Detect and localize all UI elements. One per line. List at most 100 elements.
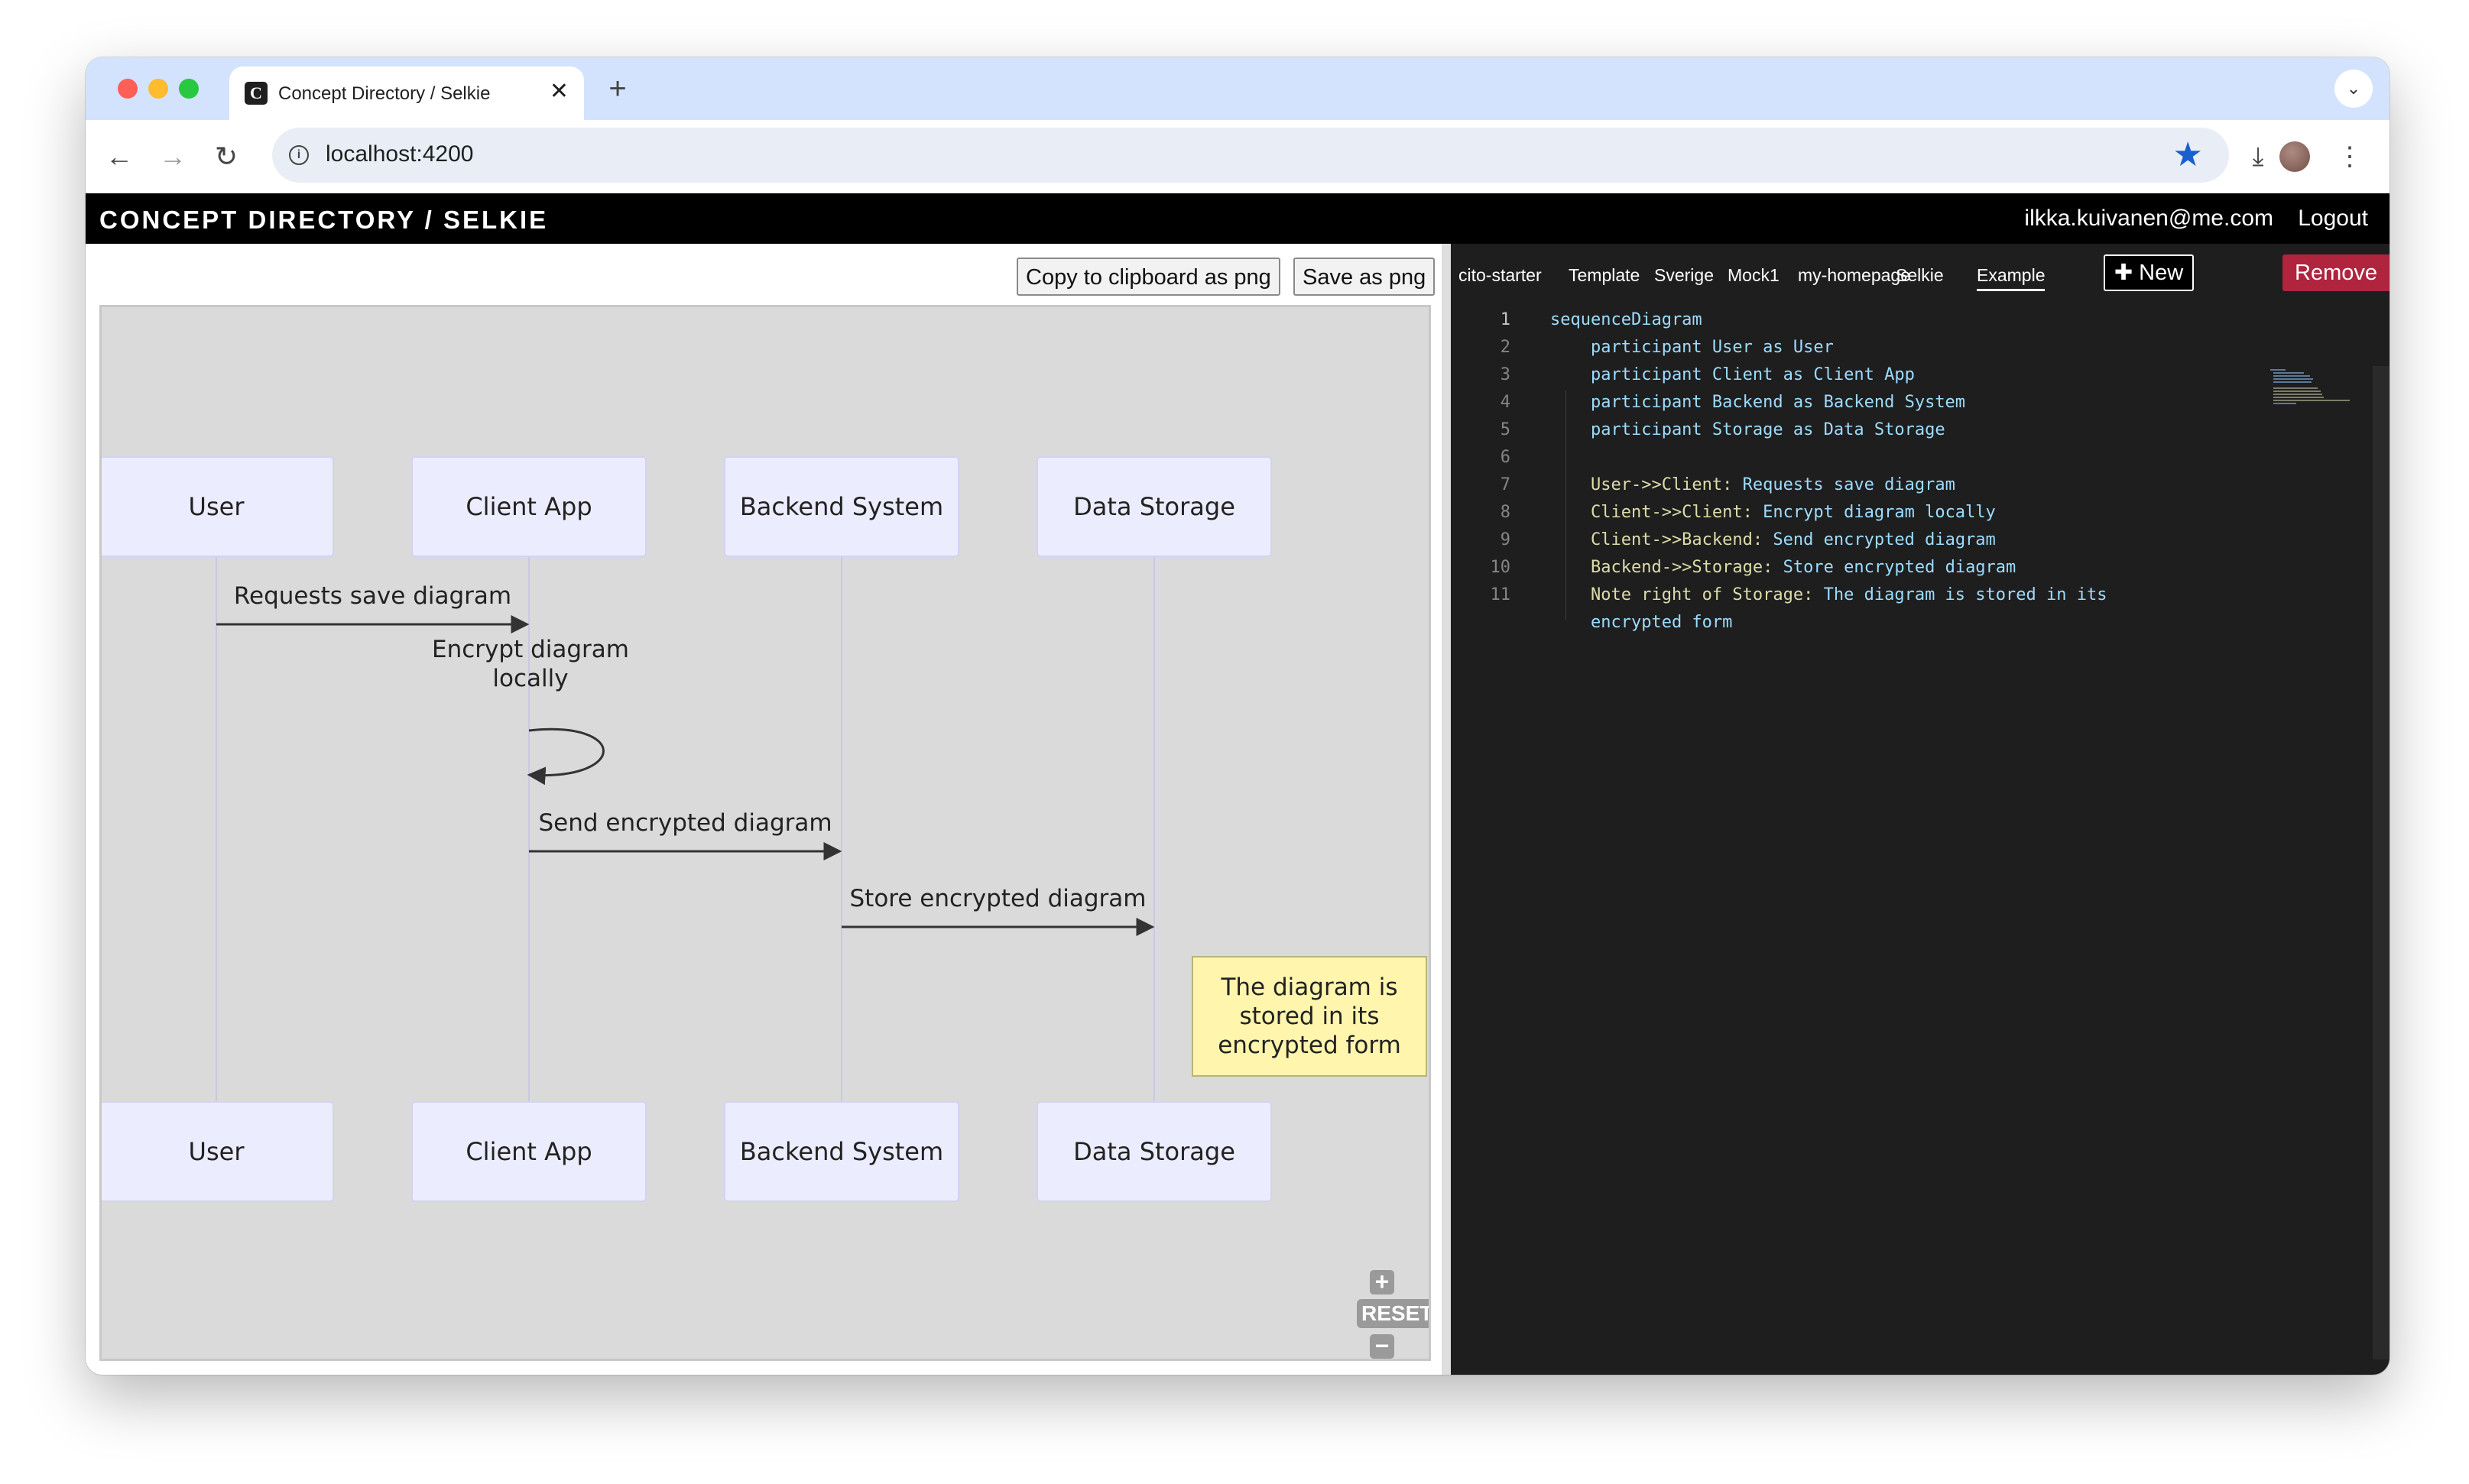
line-number: 2	[1500, 338, 1510, 357]
editor-scrollbar[interactable]	[2373, 366, 2390, 1359]
line-number: 1	[1500, 310, 1510, 329]
code-editor[interactable]: 1 sequenceDiagram 2 participant User as Us…	[1451, 305, 2390, 1359]
minimize-window-icon[interactable]	[148, 79, 168, 99]
code-text[interactable]: participant Storage as Data Storage	[1550, 416, 1945, 444]
actor-top-0	[102, 456, 334, 557]
code-text[interactable]: sequenceDiagram	[1550, 306, 1702, 334]
code-line[interactable]: 9 Client->>Backend: Send encrypted diagr…	[1451, 527, 2390, 554]
file-tab-example[interactable]: Example	[1977, 265, 2046, 291]
code-text[interactable]: Backend->>Storage: Store encrypted diagr…	[1550, 554, 2016, 582]
pane-splitter[interactable]	[1442, 244, 1451, 1375]
message-label-1-1: locally	[492, 665, 568, 692]
line-number: 11	[1490, 585, 1511, 604]
code-line[interactable]: 8 Client->>Client: Encrypt diagram local…	[1451, 499, 2390, 527]
code-line[interactable]: 3 participant Client as Client App	[1451, 361, 2390, 389]
copy-to-clipboard-button[interactable]: Copy to clipboard as png	[1017, 258, 1280, 296]
new-file-button[interactable]: ✚ New	[2104, 254, 2194, 291]
app-brand[interactable]: CONCEPT DIRECTORY / SELKIE	[99, 206, 549, 234]
code-text[interactable]: Client->>Backend: Send encrypted diagram	[1550, 527, 1996, 554]
line-number: 9	[1500, 530, 1510, 549]
logout-link[interactable]: Logout	[2298, 206, 2368, 231]
code-line[interactable]: 4 participant Backend as Backend System	[1451, 389, 2390, 416]
actor-top-label-0: User	[189, 492, 245, 521]
actor-top-3	[1037, 456, 1272, 557]
line-number: 3	[1500, 365, 1510, 384]
code-text[interactable]: Note right of Storage: The diagram is st…	[1550, 582, 2107, 609]
code-token: participant Backend as Backend System	[1550, 393, 1966, 412]
maximize-window-icon[interactable]	[179, 79, 199, 99]
file-tab-mock1[interactable]: Mock1	[1728, 265, 1780, 285]
code-text[interactable]: Client->>Client: Encrypt diagram locally	[1550, 499, 1996, 527]
code-line[interactable]: 11 Note right of Storage: The diagram is…	[1451, 582, 2390, 609]
remove-file-button[interactable]: Remove	[2282, 254, 2390, 291]
new-tab-button[interactable]: +	[608, 72, 627, 105]
code-token: Store encrypted diagram	[1773, 558, 2016, 577]
message-label-0: Requests save diagram	[234, 582, 511, 610]
browser-menu-icon[interactable]: ⋮	[2337, 142, 2363, 171]
file-tab-template[interactable]: Template	[1569, 265, 1640, 285]
code-line[interactable]: 2 participant User as User	[1451, 334, 2390, 361]
file-tab-my-homepage[interactable]: my-homepage	[1798, 265, 1911, 285]
code-line[interactable]: 7 User->>Client: Requests save diagram	[1451, 471, 2390, 499]
indent-guide	[1565, 390, 1566, 620]
reload-icon[interactable]: ↻	[214, 141, 238, 172]
close-window-icon[interactable]	[118, 79, 138, 99]
code-text[interactable]: participant Client as Client App	[1550, 361, 1915, 389]
code-text[interactable]: participant User as User	[1550, 334, 1834, 361]
url-text[interactable]: localhost:4200	[326, 141, 474, 167]
code-text[interactable]: participant Backend as Backend System	[1550, 389, 1965, 416]
browser-window: C Concept Directory / Selkie ✕ + ⌄ ← → ↻…	[86, 57, 2390, 1375]
code-line[interactable]: encrypted form	[1451, 609, 2390, 637]
bookmark-star-icon[interactable]: ★	[2172, 136, 2203, 173]
file-tab-selkie[interactable]: Selkie	[1896, 265, 1944, 285]
download-icon[interactable]: ⤓	[2252, 142, 2264, 171]
code-token: participant Storage as Data Storage	[1550, 420, 1945, 439]
line-number: 7	[1500, 475, 1510, 494]
code-token: Client->>Backend:	[1550, 530, 1763, 549]
favicon-icon: C	[245, 82, 268, 105]
code-line[interactable]: 10 Backend->>Storage: Store encrypted di…	[1451, 554, 2390, 582]
save-as-png-button[interactable]: Save as png	[1293, 258, 1436, 296]
code-text[interactable]: User->>Client: Requests save diagram	[1550, 471, 1955, 499]
code-token: encrypted form	[1550, 613, 1733, 632]
actor-bottom-label-2: Backend System	[740, 1137, 943, 1166]
code-token: Requests save diagram	[1732, 475, 1955, 494]
preview-pane: Copy to clipboard as png Save as png Use…	[86, 244, 1442, 1375]
browser-tab[interactable]: C Concept Directory / Selkie ✕	[229, 66, 584, 120]
back-arrow-icon[interactable]: ←	[105, 141, 133, 172]
forward-arrow-icon[interactable]: →	[159, 141, 187, 172]
tab-strip: C Concept Directory / Selkie ✕ + ⌄	[86, 57, 2390, 120]
actor-top-2	[724, 456, 959, 557]
profile-avatar[interactable]	[2279, 141, 2310, 172]
code-line[interactable]: 6	[1451, 444, 2390, 471]
code-minimap[interactable]	[2270, 368, 2351, 406]
reset-zoom-button[interactable]: RESET	[1357, 1299, 1429, 1328]
actor-top-label-3: Data Storage	[1073, 492, 1235, 521]
site-info-icon[interactable]: i	[289, 145, 309, 165]
tab-close-icon[interactable]: ✕	[549, 79, 569, 104]
code-token: participant User as User	[1550, 338, 1834, 357]
code-line[interactable]: 1 sequenceDiagram	[1451, 306, 2390, 334]
note-box	[1192, 956, 1427, 1077]
file-tab-sverige[interactable]: Sverige	[1654, 265, 1714, 285]
actor-bottom-3	[1037, 1101, 1272, 1202]
note-text-0: The diagram is	[1220, 974, 1397, 1001]
tab-search-chevron-icon[interactable]: ⌄	[2334, 70, 2373, 108]
user-email: ilkka.kuivanen@me.com	[2024, 206, 2273, 231]
actor-top-1	[411, 456, 647, 557]
zoom-out-icon[interactable]: −	[1370, 1333, 1394, 1359]
zoom-in-icon[interactable]: +	[1370, 1269, 1394, 1294]
code-line[interactable]: 5 participant Storage as Data Storage	[1451, 416, 2390, 444]
code-token: Encrypt diagram locally	[1752, 503, 1996, 522]
line-number: 8	[1500, 503, 1510, 522]
address-bar[interactable]: i localhost:4200 ★	[272, 128, 2229, 183]
note-text-1: stored in its	[1240, 1003, 1380, 1030]
code-token: The diagram is stored in its	[1813, 585, 2107, 604]
code-token: User->>Client:	[1550, 475, 1733, 494]
actor-top-label-2: Backend System	[740, 492, 943, 521]
code-text[interactable]: encrypted form	[1550, 609, 1732, 637]
file-tab-cito-starter[interactable]: cito-starter	[1458, 265, 1542, 285]
code-token: sequenceDiagram	[1550, 310, 1702, 329]
message-label-3: Store encrypted diagram	[850, 885, 1147, 912]
